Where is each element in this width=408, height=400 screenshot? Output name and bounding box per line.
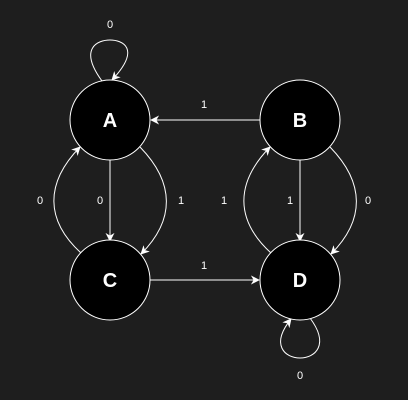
node-b-label: B	[293, 110, 307, 132]
node-d-label: D	[293, 270, 307, 292]
node-a: A	[69, 79, 151, 161]
edge-d-to-b	[243, 146, 272, 254]
edge-label-c-to-d: 1	[201, 260, 207, 272]
node-c: C	[69, 239, 151, 321]
edge-label-d-self: 0	[297, 370, 303, 382]
edge-b-to-d-curve	[329, 146, 357, 255]
node-c-label: C	[103, 270, 117, 292]
edge-a-to-c-curve	[139, 146, 167, 255]
edge-d-self-loop	[280, 317, 321, 359]
node-d: D	[259, 239, 341, 321]
edge-label-b-to-a: 1	[201, 99, 207, 111]
edge-label-a-to-c-curve: 1	[178, 195, 184, 207]
edge-a-self-loop	[90, 39, 128, 82]
edge-label-b-to-d-curve: 0	[365, 195, 371, 207]
edge-label-d-to-b: 1	[221, 195, 227, 207]
node-a-label: A	[103, 110, 117, 132]
edge-label-a-to-c: 0	[97, 195, 103, 207]
edge-label-c-to-a: 0	[37, 195, 43, 207]
edge-label-b-to-d: 1	[287, 195, 293, 207]
edge-label-a-self: 0	[107, 19, 113, 31]
edge-c-to-a	[53, 146, 82, 254]
node-b: B	[259, 79, 341, 161]
